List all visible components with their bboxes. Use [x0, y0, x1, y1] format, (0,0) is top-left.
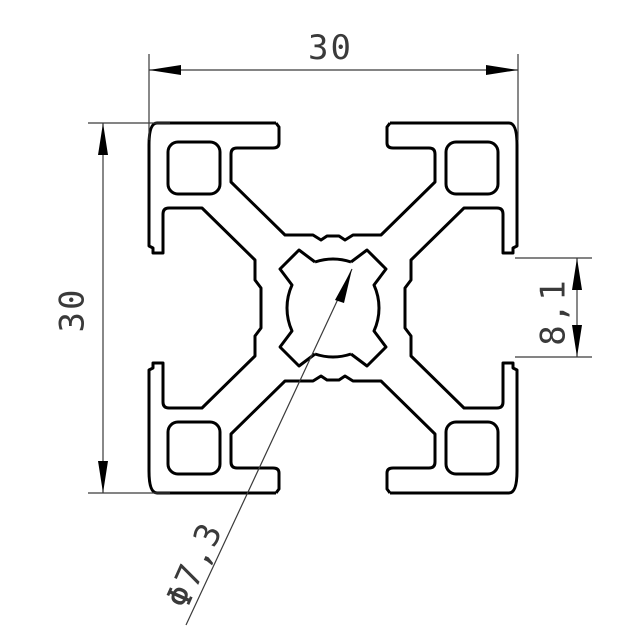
dimension-bore-leader: [185, 268, 353, 626]
dimension-height: [88, 122, 170, 494]
dimension-width: [148, 54, 519, 140]
dimension-slot: [515, 257, 592, 358]
slot-dimension-label: 8,1: [533, 278, 574, 346]
height-dimension-label: 30: [52, 287, 93, 333]
width-dimension-label: 30: [308, 28, 353, 68]
profile-outline: [147, 121, 519, 495]
